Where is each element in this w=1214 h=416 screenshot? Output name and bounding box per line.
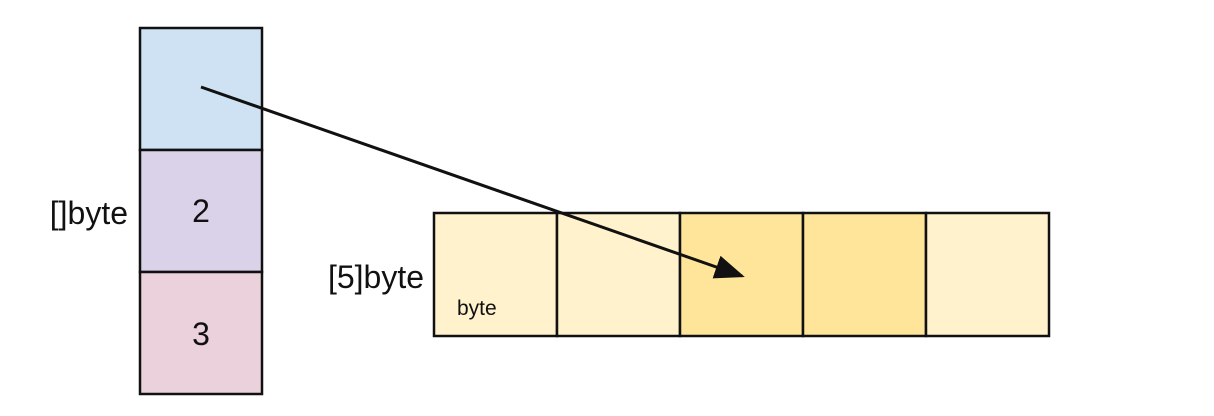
array-element-type-label: byte xyxy=(457,297,497,320)
slice-length-value: 2 xyxy=(192,193,210,229)
array-cell-4 xyxy=(924,211,1051,338)
array-type-label: [5]byte xyxy=(328,259,424,295)
backing-array xyxy=(432,211,1051,338)
array-cell-0 xyxy=(432,211,559,338)
slice-header: 2 3 xyxy=(138,26,264,396)
slice-capacity-value: 3 xyxy=(192,316,210,352)
pointer-arrow xyxy=(200,85,745,279)
slice-type-label: []byte xyxy=(50,195,128,231)
array-cell-3 xyxy=(801,211,928,338)
slice-pointer-field xyxy=(138,26,264,152)
slice-length-field xyxy=(138,148,264,274)
slice-capacity-field xyxy=(138,270,264,396)
